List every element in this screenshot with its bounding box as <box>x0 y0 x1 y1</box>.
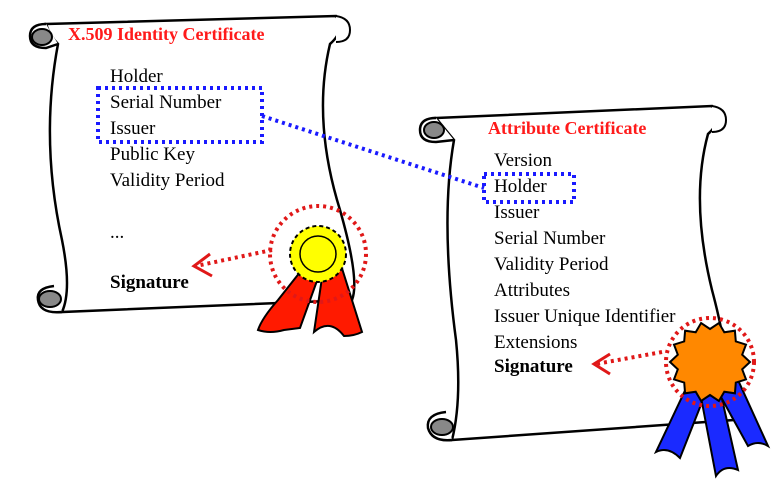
identity-field-ellipsis: ... <box>110 222 124 243</box>
identity-field-holder: Holder <box>110 66 163 87</box>
identity-field-serial-number: Serial Number <box>110 92 222 113</box>
attribute-field-version: Version <box>494 150 553 171</box>
identity-field-public-key: Public Key <box>110 144 195 165</box>
attribute-field-attributes: Attributes <box>494 280 570 301</box>
attribute-field-signature: Signature <box>494 356 573 377</box>
identity-field-validity-period: Validity Period <box>110 170 225 191</box>
attribute-field-extensions: Extensions <box>494 332 577 353</box>
attribute-field-validity-period: Validity Period <box>494 254 609 275</box>
attribute-field-issuer: Issuer <box>494 202 540 223</box>
identity-field-issuer: Issuer <box>110 118 156 139</box>
identity-certificate-title: X.509 Identity Certificate <box>68 24 264 44</box>
attribute-field-holder: Holder <box>494 176 547 197</box>
attribute-field-serial-number: Serial Number <box>494 228 606 249</box>
attribute-field-issuer-unique-identifier: Issuer Unique Identifier <box>494 306 676 327</box>
identity-field-signature: Signature <box>110 272 189 293</box>
attribute-certificate-title: Attribute Certificate <box>488 118 646 138</box>
